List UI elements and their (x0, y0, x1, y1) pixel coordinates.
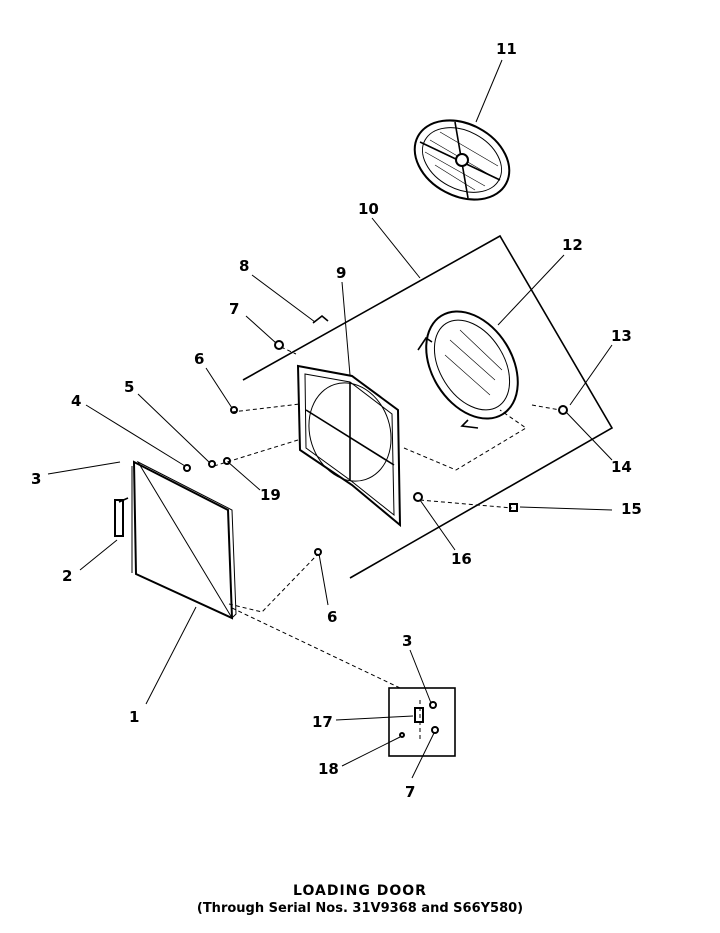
part-1-outer-door (131, 460, 237, 620)
diagram-subtitle: (Through Serial Nos. 31V9368 and S66Y580… (196, 901, 524, 916)
callout-17: 17 (312, 713, 333, 731)
callout-13: 13 (611, 327, 632, 345)
callout-18: 18 (318, 760, 339, 778)
part-9-inner-frame (296, 364, 402, 528)
callout-7-upper: 7 (229, 300, 239, 318)
part-2-handle (114, 497, 129, 537)
callout-16: 16 (451, 550, 472, 568)
callout-labels: 1 2 3 4 5 6 7 8 9 10 11 12 13 14 15 16 1… (31, 40, 642, 801)
callout-3: 3 (31, 470, 41, 488)
callout-8: 8 (239, 257, 249, 275)
callout-9: 9 (336, 264, 346, 282)
diagram-title: LOADING DOOR (293, 883, 427, 899)
detail-inset (388, 687, 456, 757)
callout-4: 4 (71, 392, 81, 410)
callout-3-lower: 3 (402, 632, 412, 650)
callout-6-upper: 6 (194, 350, 204, 368)
callout-15: 15 (621, 500, 642, 518)
callout-12: 12 (562, 236, 583, 254)
callout-5: 5 (124, 378, 134, 396)
callout-7-lower: 7 (405, 783, 415, 801)
callout-10: 10 (358, 200, 379, 218)
callout-19: 19 (260, 486, 281, 504)
callout-11: 11 (496, 40, 517, 58)
callout-1: 1 (129, 708, 139, 726)
part-10-door-panel (242, 234, 614, 579)
leader-lines (47, 59, 613, 779)
part-12-door-glass (417, 310, 519, 429)
callout-6-lower: 6 (327, 608, 337, 626)
part-11-filter-screen (413, 119, 511, 201)
callout-2: 2 (62, 567, 72, 585)
callout-14: 14 (611, 458, 632, 476)
assembly-guides (213, 346, 561, 689)
